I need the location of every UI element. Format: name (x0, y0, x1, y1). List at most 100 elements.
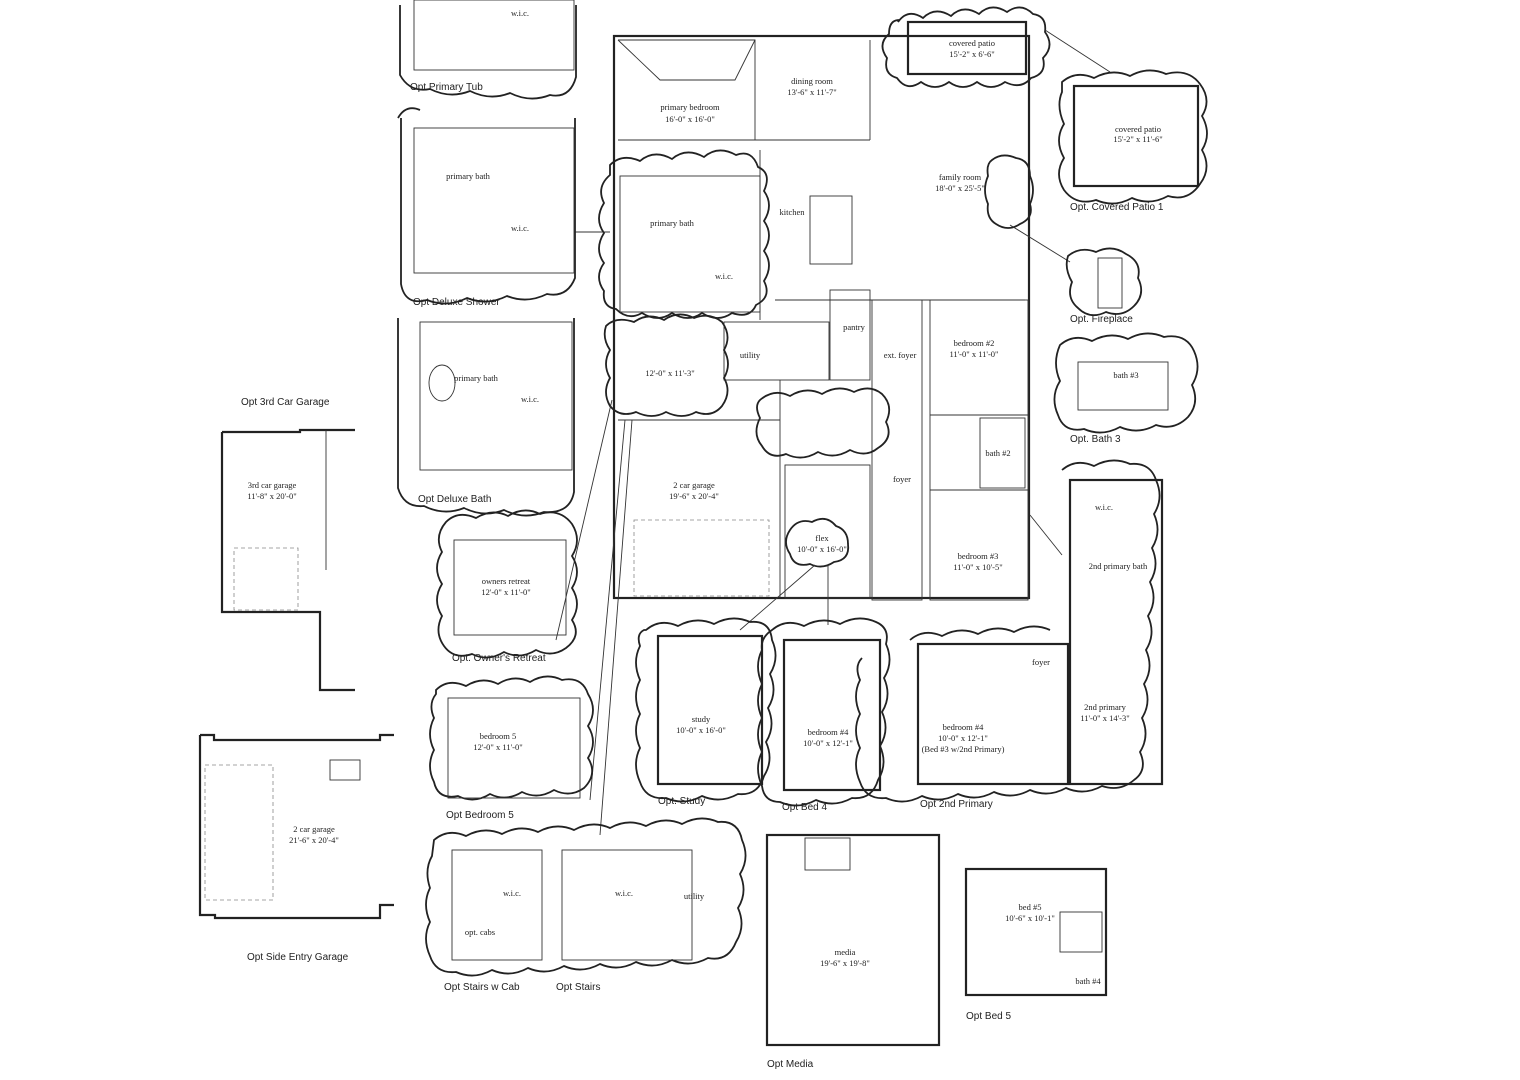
owners-retreat-dim: 12'-0" x 11'-0" (481, 587, 530, 597)
opt-bed5: bed #5 10'-6" x 10'-1" bath #4 Opt Bed 5 (964, 867, 1108, 1022)
opt-bath3-label: Opt. Bath 3 (1070, 434, 1121, 445)
connector-lines (555, 29, 1111, 836)
bedroom5-dim: 12'-0" x 11'-0" (473, 742, 522, 752)
side-garage-label: 2 car garage (293, 824, 335, 834)
covered-patio1-dim: 15'-2" x 11'-6" (1113, 134, 1162, 144)
opt-media: media 19'-6" x 19'-8" Opt Media (765, 833, 941, 1070)
opt-stairs-cab-label: Opt Stairs w Cab (444, 982, 520, 993)
primary-bath-cloud: primary bath w.i.c. (598, 149, 770, 319)
deluxe-shower-bath-label: primary bath (446, 171, 490, 181)
opt-bed4: bedroom #4 10'-0" x 12'-1" Opt Bed 4 (757, 617, 891, 813)
opt-stairs-group: w.i.c. w.i.c. utility opt. cabs Opt Stai… (425, 817, 747, 993)
bed5-label: bed #5 (1019, 902, 1042, 912)
primary-bedroom-dim: 16'-0" x 16'-0" (665, 114, 715, 124)
opt-bedroom5-label: Opt Bedroom 5 (446, 810, 514, 821)
bedroom2-label: bedroom #2 (954, 338, 995, 348)
deluxe-bath-wic-label: w.i.c. (521, 394, 539, 404)
family-room-label: family room (939, 172, 982, 182)
opt-primary-tub: w.i.c. Opt Primary Tub (399, 0, 577, 100)
kitchen-label: kitchen (779, 207, 805, 217)
opt-primary-tub-label: Opt Primary Tub (410, 82, 483, 93)
opt-deluxe-bath: primary bath w.i.c. Opt Deluxe Bath (397, 318, 575, 517)
opt-stairs-label: Opt Stairs (556, 982, 600, 993)
retreat-cloud: 12'-0" x 11'-3" (603, 313, 729, 417)
foyer2-label: foyer (1032, 657, 1050, 667)
opt-fireplace: Opt. Fireplace (1065, 247, 1143, 325)
opt-fireplace-label: Opt. Fireplace (1070, 314, 1133, 325)
bedroom3-label: bedroom #3 (958, 551, 999, 561)
opt-bath3: bath #3 Opt. Bath 3 (1053, 332, 1199, 445)
garage-dim: 19'-6" x 20'-4" (669, 491, 719, 501)
opt-bedroom5: bedroom 5 12'-0" x 11'-0" Opt Bedroom 5 (429, 675, 594, 821)
wic-label: w.i.c. (715, 271, 733, 281)
deluxe-bath-label: primary bath (454, 373, 498, 383)
opt-2nd-primary-label: Opt 2nd Primary (920, 799, 993, 810)
foyer-label: foyer (893, 474, 911, 484)
bath2-label: bath #2 (985, 448, 1010, 458)
powder-cloud (755, 387, 891, 459)
opt-side-entry-garage: 2 car garage 21'-6" x 20'-4" Opt Side En… (198, 733, 394, 963)
bedroom4b-note: (Bed #3 w/2nd Primary) (922, 744, 1005, 754)
opt-deluxe-shower: primary bath w.i.c. Opt Deluxe Shower (397, 107, 576, 308)
opt-covered-patio-1: covered patio 15'-2" x 11'-6" Opt. Cover… (1058, 69, 1208, 213)
retreat-dim: 12'-0" x 11'-3" (645, 368, 694, 378)
primary-bedroom-label: primary bedroom (660, 102, 720, 112)
covered-patio-dim: 15'-2" x 6'-6" (949, 49, 994, 59)
second-wic-label: w.i.c. (1095, 502, 1113, 512)
bath4-label: bath #4 (1075, 976, 1101, 986)
bedroom3-dim: 11'-0" x 10'-5" (953, 562, 1002, 572)
garage-label: 2 car garage (673, 480, 715, 490)
utility-label: utility (740, 350, 761, 360)
opt-media-label: Opt Media (767, 1059, 814, 1070)
opt-covered-patio1-label: Opt. Covered Patio 1 (1070, 202, 1164, 213)
opt-deluxe-bath-label: Opt Deluxe Bath (418, 494, 491, 505)
dining-room-dim: 13'-6" x 11'-7" (787, 87, 836, 97)
third-garage-label: 3rd car garage (248, 480, 297, 490)
second-primary-bath-label: 2nd primary bath (1089, 561, 1148, 571)
ext-foyer-label: ext. foyer (884, 350, 917, 360)
opt-owners-retreat: owners retreat 12'-0" x 11'-0" Opt. Owne… (436, 509, 578, 664)
bedroom2-dim: 11'-0" x 11'-0" (949, 349, 998, 359)
family-room-dim: 18'-0" x 25'-5" (935, 183, 985, 193)
covered-patio1-label: covered patio (1115, 124, 1161, 134)
main-floor-plan: primary bedroom 16'-0" x 16'-0" dining r… (612, 34, 1031, 601)
bed5-dim: 10'-6" x 10'-1" (1005, 913, 1055, 923)
opt-cabs-label: opt. cabs (465, 927, 495, 937)
third-garage-dim: 11'-8" x 20'-0" (247, 491, 296, 501)
media-label: media (835, 947, 856, 957)
primary-bath-label: primary bath (650, 218, 694, 228)
bath3-label: bath #3 (1113, 370, 1138, 380)
bedroom4-label: bedroom #4 (808, 727, 850, 737)
bedroom4b-dim: 10'-0" x 12'-1" (938, 733, 988, 743)
flex-cloud: flex 10'-0" x 16'-0" (785, 517, 850, 568)
dining-room-label: dining room (791, 76, 833, 86)
opt-3rd-car-garage: Opt 3rd Car Garage 3rd car garage 11'-8"… (220, 397, 355, 692)
wic-label-tub: w.i.c. (511, 8, 529, 18)
fireplace-cloud-main (984, 154, 1034, 229)
opt-bed5-label: Opt Bed 5 (966, 1011, 1011, 1022)
covered-patio-label: covered patio (949, 38, 995, 48)
second-primary-label: 2nd primary (1084, 702, 1127, 712)
second-primary-dim: 11'-0" x 14'-3" (1080, 713, 1129, 723)
opt-bed4-label: Opt Bed 4 (782, 802, 827, 813)
owners-retreat-label: owners retreat (482, 576, 531, 586)
study-dim: 10'-0" x 16'-0" (676, 725, 726, 735)
bedroom4b-label: bedroom #4 (943, 722, 985, 732)
opt-owners-retreat-label: Opt. Owner's Retreat (452, 653, 546, 664)
opt-study: study 10'-0" x 16'-0" Opt. Study (635, 617, 777, 807)
study-label: study (692, 714, 711, 724)
flex-label: flex (815, 533, 829, 543)
deluxe-shower-wic-label: w.i.c. (511, 223, 529, 233)
stairs-cab-wic-label: w.i.c. (503, 888, 521, 898)
media-dim: 19'-6" x 19'-8" (820, 958, 870, 968)
side-garage-dim: 21'-6" x 20'-4" (289, 835, 339, 845)
flex-dim: 10'-0" x 16'-0" (797, 544, 847, 554)
opt-3rd-car-garage-label: Opt 3rd Car Garage (241, 397, 330, 408)
opt-2nd-primary: bedroom #4 10'-0" x 12'-1" (Bed #3 w/2nd… (855, 459, 1164, 810)
pantry-label: pantry (843, 322, 865, 332)
opt-deluxe-shower-label: Opt Deluxe Shower (413, 297, 500, 308)
stairs-utility-label: utility (684, 891, 705, 901)
bedroom5-label: bedroom 5 (480, 731, 517, 741)
covered-patio-option: covered patio 15'-2" x 6'-6" (881, 6, 1051, 88)
